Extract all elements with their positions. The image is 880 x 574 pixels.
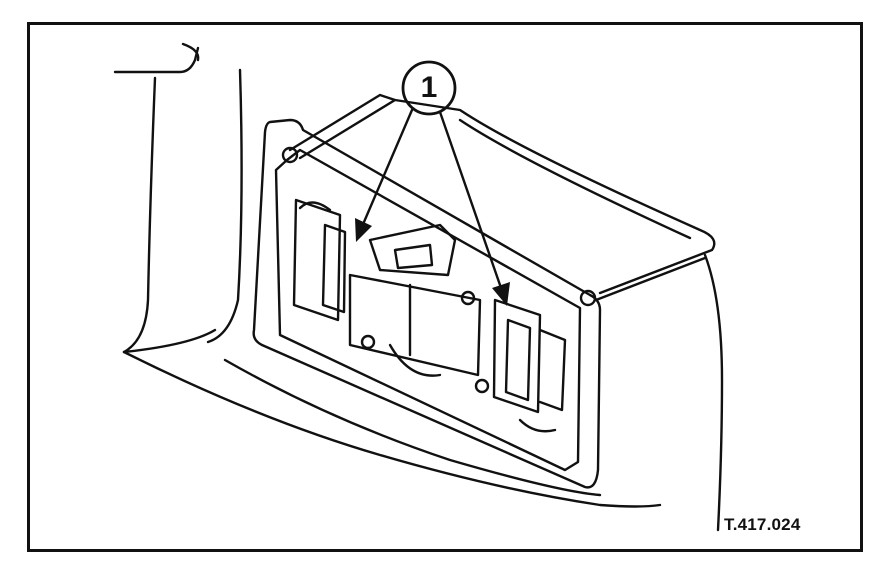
callout-number: 1 [420, 71, 438, 104]
left-lamp-lens [321, 223, 347, 314]
bolt-right [474, 378, 490, 394]
figure-reference: T.417.024 [724, 515, 801, 534]
bolt-left [360, 334, 376, 350]
recess-outer-frame [252, 118, 602, 489]
body-lower-sweep-inner [223, 358, 602, 497]
body-lower-sweep [122, 350, 662, 508]
body-trim-line [113, 46, 200, 74]
left-lamp-housing [292, 198, 342, 322]
leader-line-right [438, 110, 502, 287]
right-lamp-clip [518, 418, 557, 433]
left-lamp-clip [298, 201, 332, 212]
bolt-center [460, 290, 476, 306]
body-panel-outer-curve [122, 76, 157, 354]
body-trim-hook [181, 42, 200, 62]
callout-circle [401, 60, 457, 116]
lid-handle-bar-inner [458, 118, 692, 240]
body-panel-inner-curve [206, 68, 243, 344]
center-bracket-plate [348, 273, 482, 377]
center-bracket-base [388, 343, 442, 377]
right-lamp-cover [538, 328, 567, 412]
body-panel-outer-curve-2 [122, 328, 217, 354]
center-bracket [368, 223, 457, 277]
leader-arrowhead-right [492, 282, 510, 306]
lid-handle-bar-lower [594, 256, 707, 302]
screw-top-right [579, 289, 597, 307]
lid-handle-bar [288, 93, 397, 160]
leader-line-left [362, 108, 414, 224]
lid-right-curve [703, 253, 724, 532]
right-lamp-lens [504, 318, 532, 402]
right-lamp-housing [492, 298, 542, 414]
lid-handle-bar-top [393, 98, 716, 295]
recess-inner-frame [274, 148, 582, 472]
screw-top-left [281, 146, 299, 164]
leader-arrowhead-left [355, 218, 372, 242]
figure-frame [27, 22, 863, 552]
center-bracket-tab [393, 243, 434, 270]
